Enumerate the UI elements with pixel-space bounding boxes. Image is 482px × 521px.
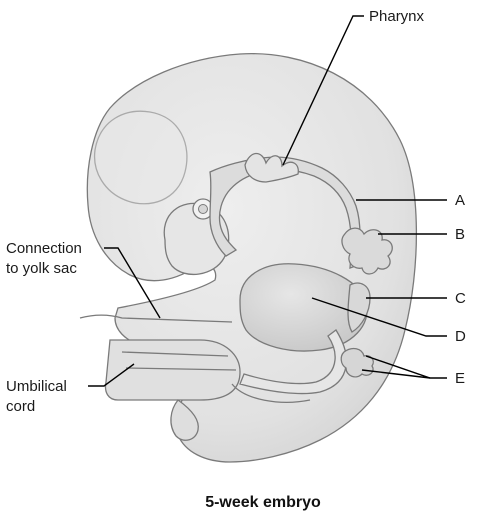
yolk-sac-leader xyxy=(104,247,161,319)
label-d: D xyxy=(455,328,466,345)
hindgut-loop xyxy=(231,383,311,403)
head-bulge xyxy=(93,110,188,205)
allantois xyxy=(125,367,237,371)
umbilical-label-line2: cord xyxy=(6,398,35,415)
label-b: B xyxy=(455,226,465,243)
umbilical-leader xyxy=(88,363,135,387)
yolk-sac-label-line2: to yolk sac xyxy=(6,260,77,277)
label-a: A xyxy=(455,192,465,209)
label-c: C xyxy=(455,290,466,307)
yolk-stalk xyxy=(79,314,233,323)
umbilical-label-line1: Umbilical xyxy=(6,378,67,395)
organ-c xyxy=(347,282,371,333)
pharynx-label: Pharynx xyxy=(369,8,425,25)
yolk-sac-label-line1: Connection xyxy=(6,240,82,257)
heart-liver-mass xyxy=(239,263,368,352)
lung-bud-b xyxy=(341,227,393,275)
pharyngeal-pouches xyxy=(244,152,299,183)
embryo-tail xyxy=(170,399,199,441)
pharynx-leader xyxy=(282,15,364,166)
figure-caption: 5-week embryo xyxy=(205,494,321,511)
label-e: E xyxy=(455,370,465,387)
eye-inner xyxy=(198,204,208,214)
leader-e-2 xyxy=(361,369,431,379)
yolk-stalk-inner xyxy=(121,351,229,357)
pharynx-tube xyxy=(209,156,361,269)
leader-d xyxy=(311,297,447,337)
